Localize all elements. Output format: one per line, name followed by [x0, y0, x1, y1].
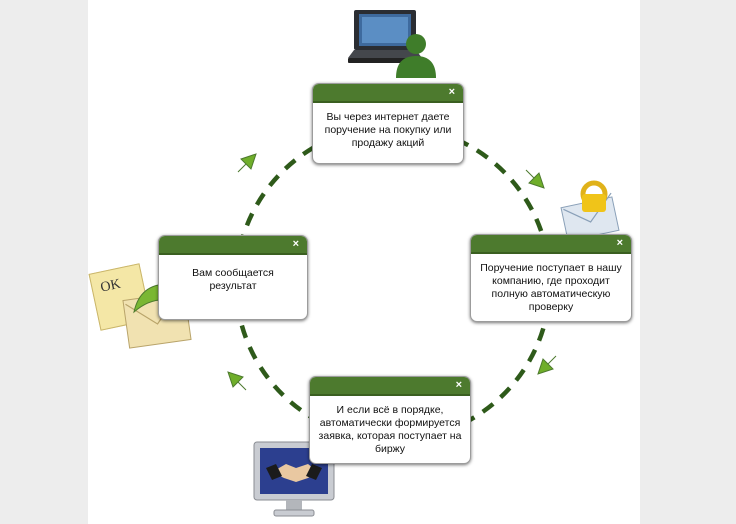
step-4-text: Вам сообщается результат [192, 267, 274, 292]
close-icon[interactable]: × [455, 379, 462, 391]
laptop-user-icon [348, 10, 436, 78]
step-1-card: × Вы через интернет даете поручение на п… [312, 83, 464, 164]
arrow-up-left-icon [227, 371, 247, 391]
step-4-header: × [159, 236, 307, 255]
arrow-down-right-icon [525, 169, 545, 189]
step-3-header: × [310, 377, 470, 396]
step-2-card: × Поручение поступает в нашу компанию, г… [470, 234, 632, 322]
envelope-lock-icon [560, 180, 620, 242]
step-1-header: × [313, 84, 463, 103]
step-2-text: Поручение поступает в нашу компанию, где… [480, 262, 622, 313]
step-2-header: × [471, 235, 631, 254]
close-icon[interactable]: × [292, 238, 299, 250]
close-icon[interactable]: × [616, 237, 623, 249]
step-3-text: И если всё в порядке, автоматически форм… [318, 404, 462, 455]
step-3-card: × И если всё в порядке, автоматически фо… [309, 376, 471, 464]
close-icon[interactable]: × [448, 86, 455, 98]
step-4-card: × Вам сообщается результат [158, 235, 308, 320]
step-1-text: Вы через интернет даете поручение на пок… [324, 111, 452, 149]
arrow-down-left-icon [537, 355, 557, 375]
arrow-up-right-icon [237, 153, 257, 173]
